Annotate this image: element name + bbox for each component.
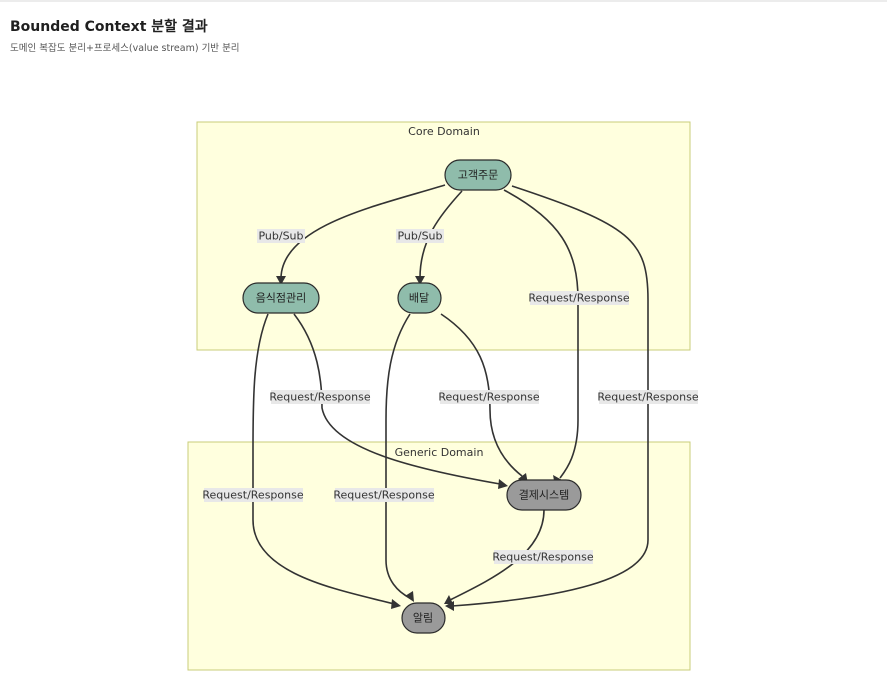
cluster-generic-box — [187, 441, 691, 671]
edge-order-notification: Request/Response — [445, 185, 699, 611]
edge-delivery-notification: Request/Response — [333, 313, 435, 602]
node-order[interactable]: 고객주문 — [444, 159, 512, 191]
node-order-label: 고객주문 — [458, 169, 498, 182]
cluster-generic-domain: Generic Domain — [187, 441, 691, 671]
cluster-core-title: Core Domain — [408, 125, 480, 138]
edge-restaurant-notification: Request/Response — [202, 313, 401, 609]
edge-order-payment: Request/Response — [503, 189, 630, 486]
edge-order-restaurant: Pub/Sub — [257, 184, 446, 285]
edge-label-payment-notification: Request/Response — [492, 551, 593, 564]
edge-label-delivery-payment: Request/Response — [438, 391, 539, 404]
page-subtitle: 도메인 복잡도 분리+프로세스(value stream) 기반 분리 — [10, 43, 240, 54]
edge-payment-notification: Request/Response — [444, 509, 594, 604]
node-notification[interactable]: 알림 — [401, 602, 446, 634]
cluster-generic-title: Generic Domain — [395, 446, 484, 459]
node-notification-label: 알림 — [413, 611, 433, 625]
node-payment[interactable]: 결제시스템 — [506, 479, 582, 511]
edge-label-delivery-notification: Request/Response — [333, 489, 434, 502]
edge-order-delivery: Pub/Sub — [396, 190, 463, 285]
edge-label-restaurant-notification: Request/Response — [202, 489, 303, 502]
page-title: Bounded Context 분할 결과 — [10, 19, 208, 35]
node-payment-label: 결제시스템 — [519, 489, 570, 502]
edge-label-order-notification: Request/Response — [597, 391, 698, 404]
node-delivery[interactable]: 배달 — [397, 282, 442, 314]
edge-label-order-restaurant: Pub/Sub — [258, 230, 303, 243]
top-divider — [0, 0, 887, 2]
edge-delivery-payment: Request/Response — [438, 313, 540, 484]
edges: Pub/Sub Pub/Sub Request/Response Request… — [202, 184, 699, 611]
edge-label-restaurant-payment: Request/Response — [269, 391, 370, 404]
edge-restaurant-payment: Request/Response — [269, 313, 508, 489]
node-restaurant[interactable]: 음식점관리 — [242, 282, 320, 314]
node-restaurant-label: 음식점관리 — [256, 292, 307, 305]
node-delivery-label: 배달 — [409, 292, 429, 305]
edge-label-order-delivery: Pub/Sub — [397, 230, 442, 243]
edge-label-order-payment: Request/Response — [528, 292, 629, 305]
nodes: 고객주문 음식점관리 배달 결제시스템 알림 — [242, 159, 582, 634]
